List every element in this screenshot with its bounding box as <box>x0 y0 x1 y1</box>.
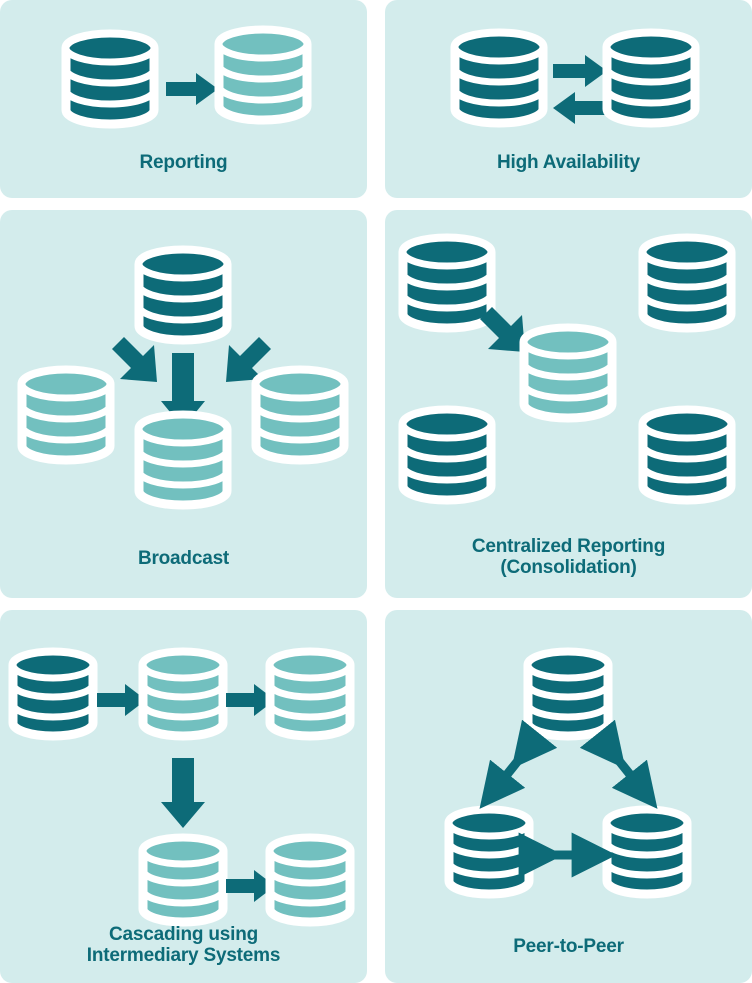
db-peer-bottom-right[interactable] <box>607 810 687 894</box>
db-source-top-left[interactable] <box>403 238 491 328</box>
panel-reporting[interactable]: Reporting <box>0 0 367 198</box>
db-target[interactable] <box>219 30 307 120</box>
arrow-top-to-bottom-left <box>479 719 558 809</box>
db-peer-bottom-left[interactable] <box>449 810 529 894</box>
panel-label-peer-to-peer: Peer-to-Peer <box>513 936 624 957</box>
arrow-intermediary-to-leaf-bottom-center <box>161 758 205 828</box>
db-replica-center[interactable] <box>139 415 227 505</box>
arrow-a-to-b <box>553 55 607 87</box>
db-source[interactable] <box>66 34 154 124</box>
panel-label-reporting: Reporting <box>139 152 228 173</box>
db-leaf-bottom-right[interactable] <box>270 838 350 922</box>
arrow-source-to-replica-center <box>161 353 205 428</box>
db-intermediary[interactable] <box>143 652 223 736</box>
panel-peer-to-peer[interactable]: Peer-to-Peer <box>385 610 752 983</box>
db-replica-right[interactable] <box>256 370 344 460</box>
cascading-diagram <box>0 610 367 983</box>
db-replica-left[interactable] <box>22 370 110 460</box>
panel-broadcast[interactable]: Broadcast <box>0 210 367 598</box>
arrow-intermediary-to-leaf-top-right <box>226 684 275 716</box>
panel-centralized-reporting[interactable]: Centralized Reporting (Consolidation) <box>385 210 752 598</box>
arrow-source-to-replica-left <box>112 337 157 382</box>
db-node-a[interactable] <box>455 33 543 123</box>
panel-label-cascading: Cascading using Intermediary Systems <box>86 924 281 967</box>
db-source-top-right[interactable] <box>643 238 731 328</box>
panel-cascading[interactable]: Cascading using Intermediary Systems <box>0 610 367 983</box>
arrow-source-to-intermediary <box>97 684 146 716</box>
panel-label-high-availability: High Availability <box>497 152 640 173</box>
peer-to-peer-diagram <box>385 610 752 983</box>
arrow-top-left-to-center <box>480 307 525 352</box>
db-leaf-bottom-center[interactable] <box>143 838 223 922</box>
db-source[interactable] <box>13 652 93 736</box>
db-node-b[interactable] <box>607 33 695 123</box>
db-source-bottom-right[interactable] <box>643 410 731 500</box>
db-peer-top[interactable] <box>528 652 608 736</box>
db-leaf-top-right[interactable] <box>270 652 350 736</box>
arrow-source-to-target <box>166 73 218 105</box>
db-source-bottom-left[interactable] <box>403 410 491 500</box>
arrow-source-to-replica-right <box>226 337 271 382</box>
db-source[interactable] <box>139 250 227 340</box>
broadcast-diagram <box>0 210 367 598</box>
arrow-top-to-bottom-right <box>579 719 658 809</box>
panel-high-availability[interactable]: High Availability <box>385 0 752 198</box>
high-availability-diagram <box>385 0 752 198</box>
arrow-b-to-a <box>553 92 607 124</box>
db-consolidated-center[interactable] <box>524 328 612 418</box>
panel-label-broadcast: Broadcast <box>137 548 230 569</box>
reporting-diagram <box>0 0 367 198</box>
panel-label-centralized-reporting: Centralized Reporting (Consolidation) <box>471 536 666 579</box>
arrow-leaf-bottom-center-to-right <box>226 870 275 902</box>
